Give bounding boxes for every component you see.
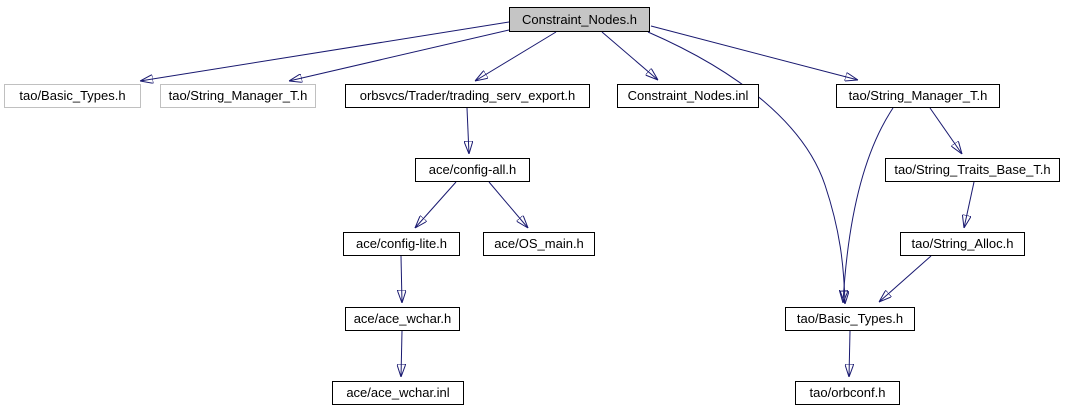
node-ace-config-lite[interactable]: ace/config-lite.h <box>343 232 460 256</box>
node-ace-config-all[interactable]: ace/config-all.h <box>415 158 530 182</box>
edge-trading-serv-export-to-config-all <box>467 107 469 154</box>
node-ace-ace-wchar-h[interactable]: ace/ace_wchar.h <box>345 307 460 331</box>
node-constraint-nodes-inl[interactable]: Constraint_Nodes.inl <box>617 84 759 108</box>
edge-root-to-string-manager-left <box>289 29 510 81</box>
edge-config-all-to-os-main <box>488 181 528 228</box>
edge-ace-wchar-h-to-ace-wchar-inl <box>401 330 402 377</box>
edge-root-to-basic-types-left <box>140 21 510 81</box>
edge-string-manager-right-to-basic-types-right <box>843 107 894 303</box>
node-orbsvcs-trading-serv-export[interactable]: orbsvcs/Trader/trading_serv_export.h <box>345 84 590 108</box>
node-tao-basic-types-left[interactable]: tao/Basic_Types.h <box>4 84 141 108</box>
edge-config-all-to-config-lite <box>415 181 457 228</box>
edge-root-to-basic-types-right <box>647 31 845 304</box>
node-tao-orbconf[interactable]: tao/orbconf.h <box>795 381 900 405</box>
edge-traits-base-to-string-alloc <box>964 181 975 228</box>
node-constraint-nodes-h: Constraint_Nodes.h <box>509 7 650 32</box>
node-tao-string-traits-base-t[interactable]: tao/String_Traits_Base_T.h <box>885 158 1060 182</box>
node-tao-basic-types-right[interactable]: tao/Basic_Types.h <box>785 307 915 331</box>
edge-string-manager-right-to-traits-base <box>929 107 962 154</box>
node-tao-string-manager-t-left[interactable]: tao/String_Manager_T.h <box>160 84 316 108</box>
node-ace-os-main[interactable]: ace/OS_main.h <box>483 232 595 256</box>
edge-string-alloc-to-basic-types-right <box>879 255 932 302</box>
edge-basic-types-right-to-orbconf <box>849 330 850 377</box>
edge-root-to-trading-serv-export <box>475 31 557 81</box>
edge-root-to-constraint-nodes-inl <box>601 31 658 80</box>
edge-config-lite-to-ace-wchar-h <box>401 255 402 303</box>
node-tao-string-manager-t-right[interactable]: tao/String_Manager_T.h <box>836 84 1000 108</box>
edge-root-to-string-manager-right <box>650 25 858 80</box>
node-ace-ace-wchar-inl[interactable]: ace/ace_wchar.inl <box>332 381 464 405</box>
node-tao-string-alloc[interactable]: tao/String_Alloc.h <box>900 232 1025 256</box>
